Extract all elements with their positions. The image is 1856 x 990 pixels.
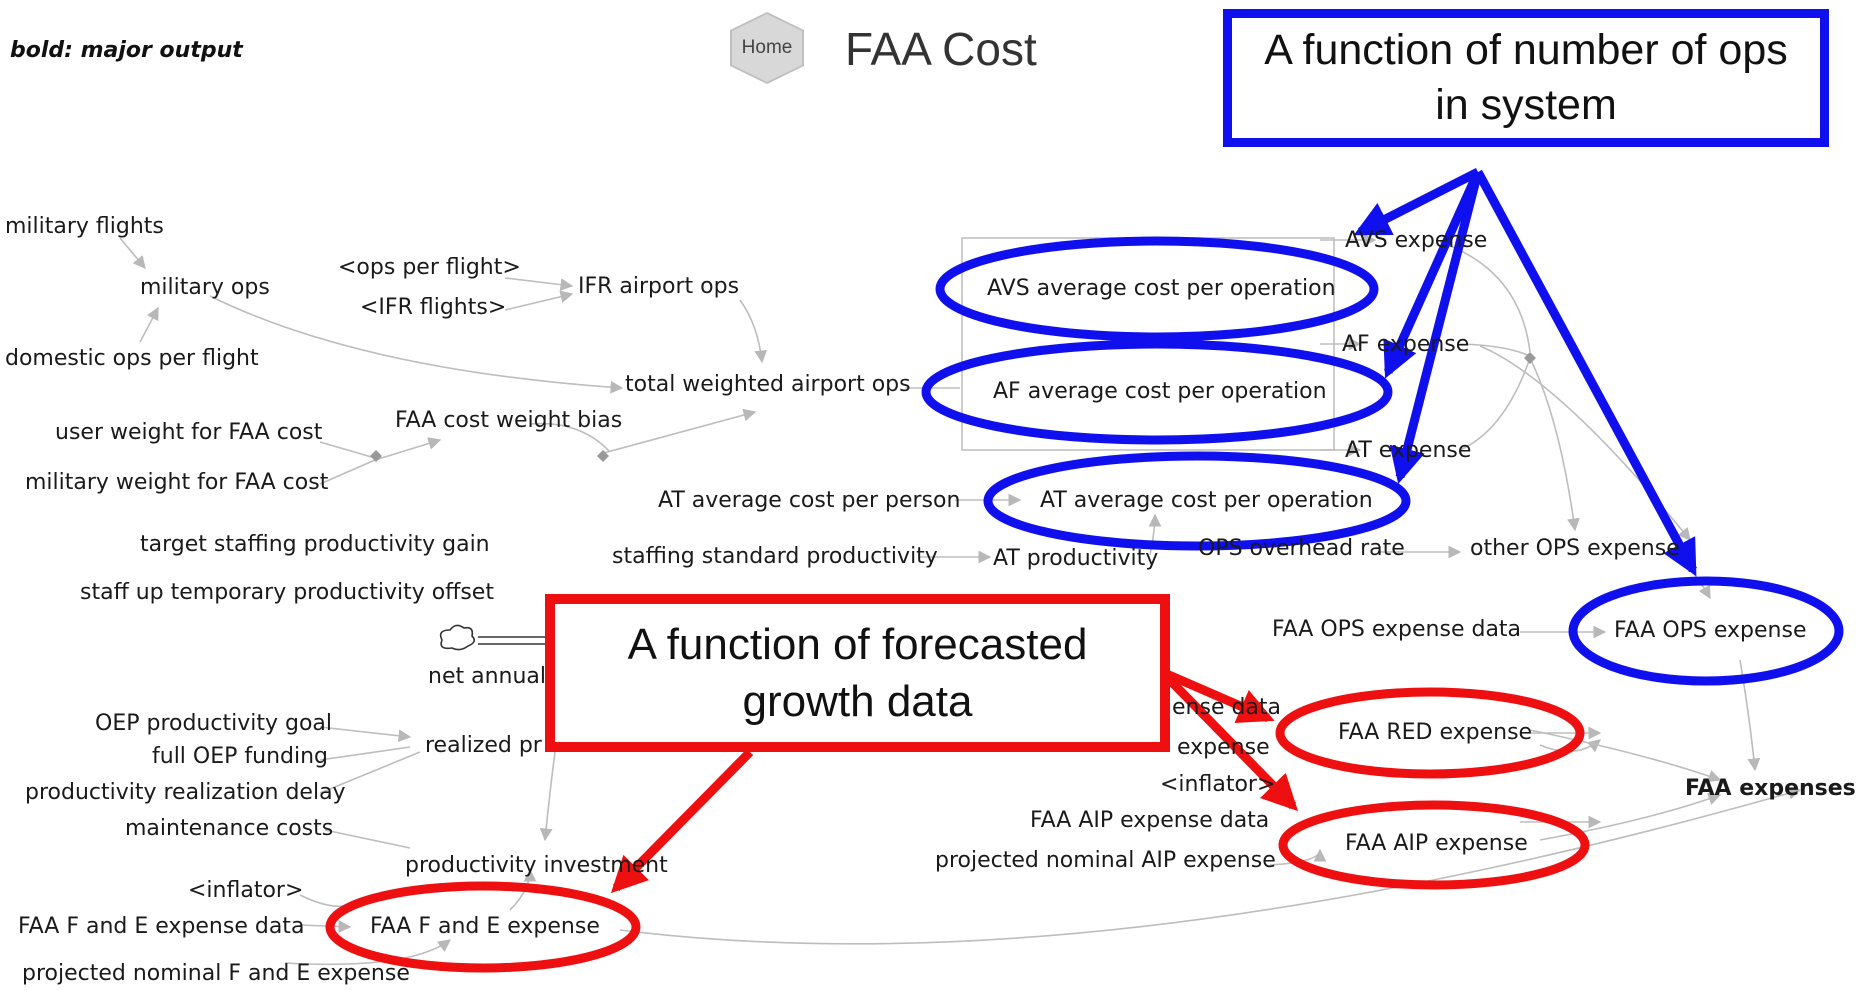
var-af-avg-cost: AF average cost per operation	[993, 379, 1327, 404]
weight-joint-1	[370, 450, 382, 462]
red-highlights	[325, 687, 1590, 973]
var-faa-expenses: FAA expenses	[1685, 776, 1856, 801]
var-ops-overhead-rate: OPS overhead rate	[1198, 536, 1405, 561]
var-at-avg-cost-op: AT average cost per operation	[1040, 488, 1373, 513]
blue-callout-arrows	[1353, 167, 1697, 577]
var-user-weight: user weight for FAA cost	[55, 420, 323, 445]
var-oep-goal: OEP productivity goal	[95, 711, 332, 736]
var-red-expense-partial: expense	[1177, 735, 1270, 760]
var-at-expense: AT expense	[1345, 438, 1472, 463]
red-callout-arrows	[610, 667, 1299, 894]
var-faa-ops-expense-data: FAA OPS expense data	[1272, 617, 1522, 642]
home-button[interactable]: Home	[732, 14, 802, 82]
var-military-ops: military ops	[140, 275, 270, 300]
var-ops-per-flight: <ops per flight>	[338, 255, 521, 280]
red-callout-box: A function of forecasted growth data	[545, 594, 1170, 752]
var-ifr-airport-ops: IFR airport ops	[578, 274, 740, 299]
var-realized: realized pr	[425, 733, 542, 758]
var-faa-aip-expense: FAA AIP expense	[1345, 831, 1528, 856]
var-at-productivity: AT productivity	[993, 546, 1159, 571]
weight-joint-2	[597, 450, 609, 462]
var-fe-data: FAA F and E expense data	[18, 914, 305, 939]
var-red-data-partial: ense data	[1172, 695, 1282, 720]
var-other-ops-expense: other OPS expense	[1470, 536, 1680, 561]
blue-callout-text: A function of number of ops in system	[1264, 25, 1788, 129]
var-proj-aip: projected nominal AIP expense	[935, 848, 1276, 873]
var-staff-up-offset: staff up temporary productivity offset	[80, 580, 494, 605]
var-avs-avg-cost: AVS average cost per operation	[987, 276, 1336, 301]
var-faa-cost-weight-bias: FAA cost weight bias	[395, 408, 623, 433]
var-proj-fe: projected nominal F and E expense	[22, 961, 410, 986]
var-net-annual: net annual	[428, 664, 547, 689]
var-inflator-right: <inflator>	[1160, 772, 1276, 797]
var-full-oep: full OEP funding	[152, 744, 328, 769]
var-domestic-ops-per-flight: domestic ops per flight	[5, 346, 259, 371]
red-callout-text: A function of forecasted growth data	[627, 619, 1088, 726]
var-staffing-standard: staffing standard productivity	[612, 544, 938, 569]
var-af-expense: AF expense	[1342, 332, 1470, 357]
var-fe-expense: FAA F and E expense	[370, 914, 600, 939]
var-prod-delay: productivity realization delay	[25, 780, 346, 805]
var-inflator-left: <inflator>	[188, 878, 304, 903]
var-avs-expense: AVS expense	[1345, 228, 1488, 253]
page-title: FAA Cost	[845, 23, 1037, 75]
var-faa-aip-data: FAA AIP expense data	[1030, 808, 1270, 833]
var-faa-red-expense: FAA RED expense	[1338, 720, 1533, 745]
var-target-staffing: target staffing productivity gain	[140, 532, 490, 557]
var-ifr-flights: <IFR flights>	[360, 295, 507, 320]
var-prod-investment: productivity investment	[405, 853, 668, 878]
blue-highlights	[921, 236, 1844, 686]
legend-text: bold: major output	[10, 38, 243, 63]
var-faa-ops-expense: FAA OPS expense	[1614, 618, 1807, 643]
blue-callout-box: A function of number of ops in system	[1223, 9, 1829, 147]
var-maintenance: maintenance costs	[125, 816, 334, 841]
var-military-flights: military flights	[5, 214, 164, 239]
var-military-weight: military weight for FAA cost	[25, 470, 329, 495]
var-total-weighted-airport-ops: total weighted airport ops	[625, 372, 911, 397]
expense-joint	[1524, 352, 1536, 364]
var-at-avg-cost-person: AT average cost per person	[658, 488, 961, 513]
